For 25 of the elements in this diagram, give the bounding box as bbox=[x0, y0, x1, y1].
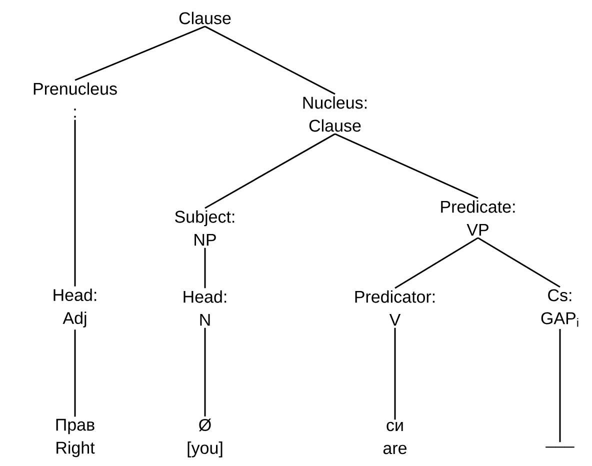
branch-line bbox=[74, 330, 76, 417]
tree-label: Subject: NP bbox=[175, 210, 234, 246]
branch-line bbox=[394, 237, 478, 289]
branch-line bbox=[74, 26, 206, 81]
branch-line bbox=[478, 237, 560, 288]
tree-label: ___ bbox=[546, 446, 574, 448]
tree-label: Ø [you] bbox=[188, 418, 222, 458]
branch-line bbox=[559, 328, 561, 442]
tree-label: Head: N bbox=[184, 290, 226, 326]
branch-line bbox=[204, 26, 336, 95]
tree-label: Cs: GAP$_{i}$ bbox=[541, 289, 578, 327]
tree-label: Prenucleus : bbox=[34, 82, 117, 118]
tree-label: Clause bbox=[179, 12, 231, 24]
tree-label: Nucleus: Clause bbox=[303, 96, 366, 132]
branch-line bbox=[204, 328, 206, 416]
tree-label: Head: Adj bbox=[54, 288, 96, 328]
tree-label: Predicate: VP bbox=[441, 200, 515, 236]
tree-label: Прав Right bbox=[56, 418, 95, 458]
tree-label: Predicator: V bbox=[355, 290, 435, 326]
branch-line bbox=[204, 248, 206, 288]
branch-line bbox=[204, 133, 336, 209]
branch-line bbox=[334, 133, 478, 199]
branch-line bbox=[394, 328, 396, 420]
branch-line bbox=[74, 120, 76, 286]
tree-label: си are bbox=[383, 422, 407, 454]
